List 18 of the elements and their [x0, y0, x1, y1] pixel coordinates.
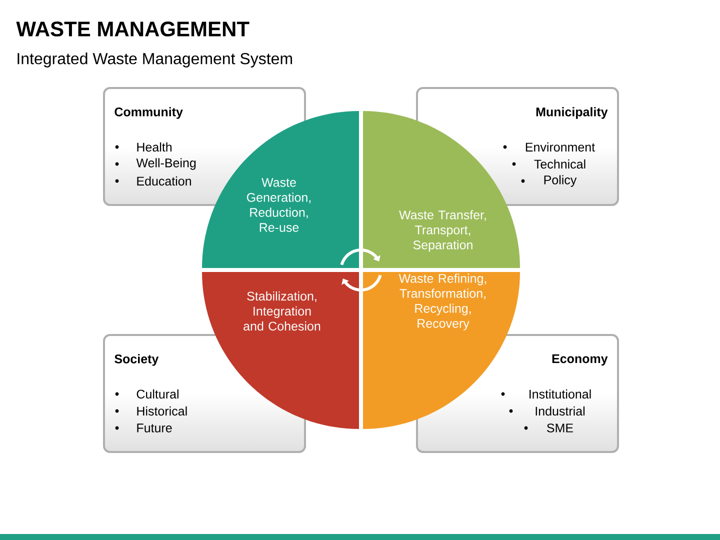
bullet-item: Policy [521, 175, 577, 187]
subtitle: Integrated Waste Management System [18, 52, 292, 68]
quadrant-segment: Stabilization, Integration and Cohesion [202, 272, 359, 429]
quadrant-segment: Waste Transfer, Transport, Separation [363, 111, 520, 268]
box-heading: Economy [552, 354, 608, 366]
bullet-item: Health [115, 142, 172, 152]
bullet-item: Cultural [115, 389, 178, 399]
bullet-item: Education [115, 176, 191, 186]
slide-title: WASTE MANAGEMENT [16, 22, 250, 36]
box-heading: Society [114, 354, 159, 366]
quadrant-segment: Waste Refining, Transformation, Recycling, Recovery [363, 272, 520, 429]
bullet-item: Future [115, 424, 172, 432]
bullet-item: Well-Being [115, 158, 196, 170]
bullet-item: SME [524, 424, 573, 432]
box-heading: Community [114, 107, 183, 119]
quadrant-segment: Waste Generation, Reduction, Re-use [202, 111, 359, 268]
box-heading: Municipality [536, 107, 608, 119]
bullet-item: Historical [115, 406, 187, 416]
